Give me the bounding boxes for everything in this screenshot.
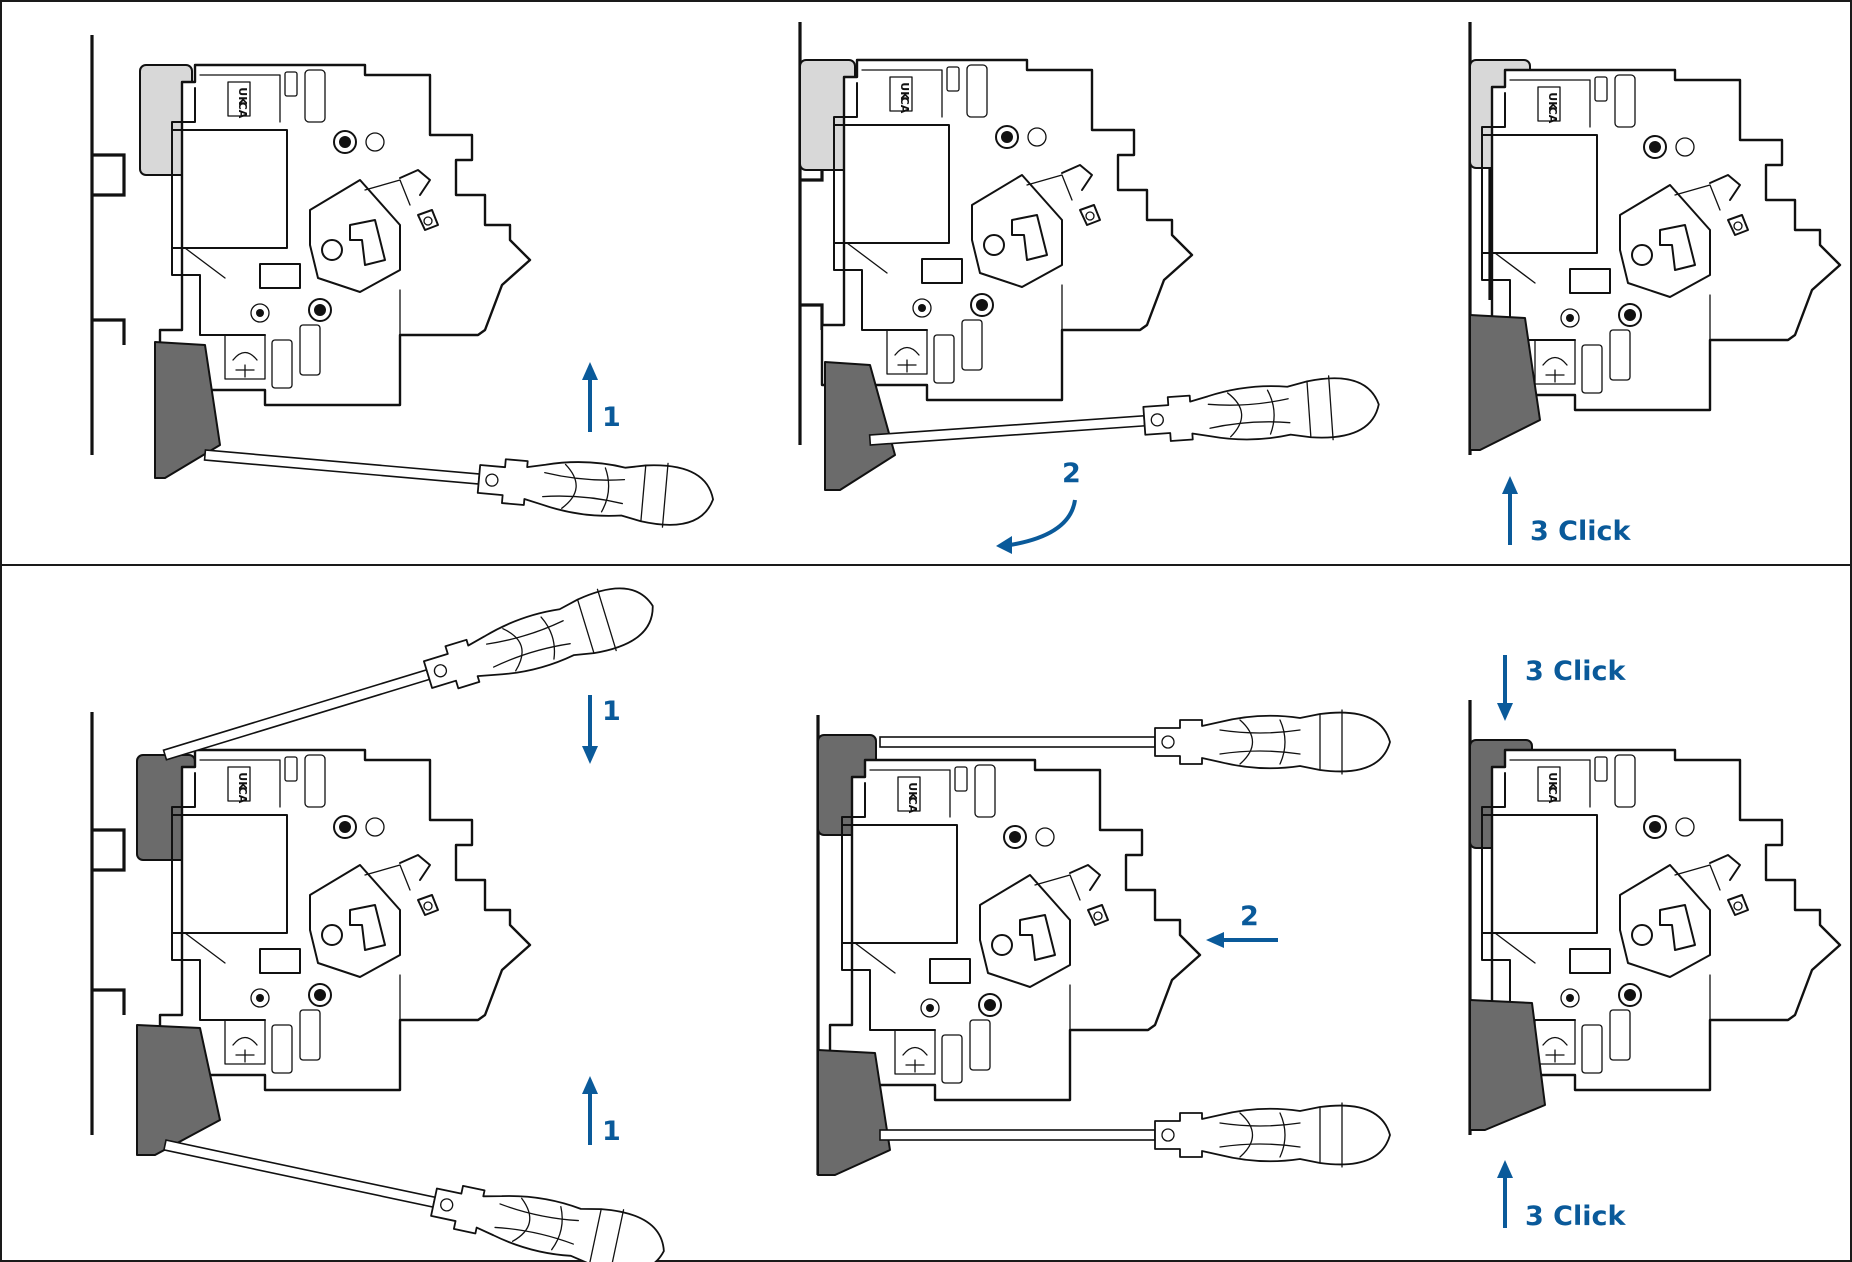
step-label: 1 <box>602 402 621 433</box>
bottom-clip <box>824 361 896 491</box>
row2-step3-panel: 3 Click 3 Click <box>1468 655 1842 1232</box>
step-label: 3 Click <box>1530 516 1632 547</box>
step-label: 2 <box>1062 458 1081 489</box>
row1-step1-panel: 1 <box>90 35 717 533</box>
row1-step3-panel: 3 Click <box>1468 22 1842 547</box>
step-label: 3 Click <box>1525 656 1627 687</box>
bottom-clip <box>154 341 221 479</box>
arrow-up-1-bottom <box>582 1076 598 1145</box>
arrow-up-3 <box>1502 476 1518 545</box>
step-label: 3 Click <box>1525 1201 1627 1232</box>
bottom-clip <box>136 1024 221 1156</box>
arrow-curve-2 <box>996 499 1077 554</box>
step-label: 2 <box>1240 901 1259 932</box>
step-label: 1 <box>602 1116 621 1147</box>
din-rail <box>90 35 126 455</box>
row1-step2-panel: 2 <box>798 22 1382 554</box>
row2-step2-panel: 2 <box>816 709 1391 1176</box>
bottom-clip <box>1469 314 1541 451</box>
bottom-clip <box>1469 999 1546 1131</box>
arrow-left-2 <box>1206 932 1278 948</box>
step-label: 1 <box>602 696 621 727</box>
arrow-up-3-bottom <box>1497 1160 1513 1228</box>
arrow-down-3 <box>1497 655 1513 721</box>
arrow-up-1 <box>582 362 598 432</box>
arrow-down-1 <box>582 695 598 764</box>
row2-step1-panel: 1 1 <box>90 574 672 1262</box>
din-rail <box>90 712 126 1135</box>
bottom-clip <box>817 1049 891 1176</box>
